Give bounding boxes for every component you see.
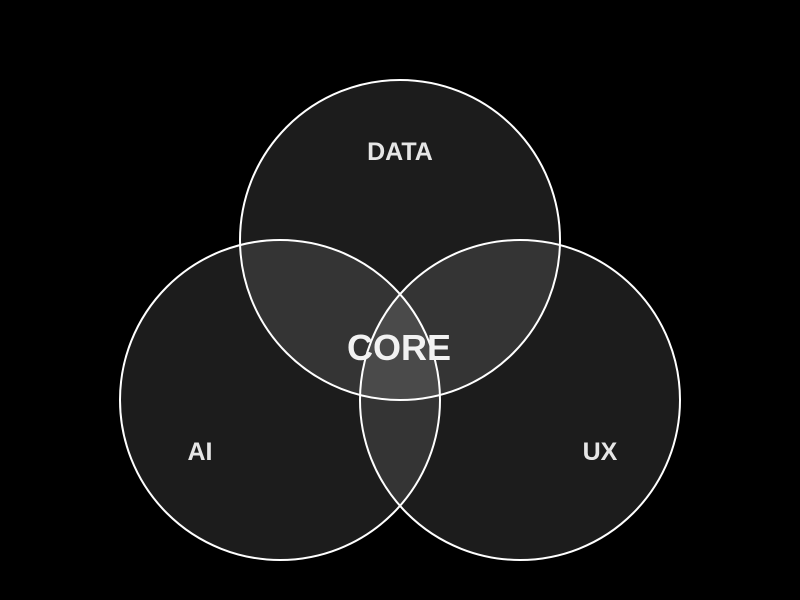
circle-data-fill	[240, 80, 560, 400]
circle-ai	[119, 239, 441, 561]
label-core: CORE	[347, 327, 451, 368]
circle-data	[239, 79, 561, 401]
circle-ux	[359, 239, 681, 561]
circle-ux-fill	[360, 240, 680, 560]
label-data: DATA	[367, 138, 433, 166]
circle-fills	[120, 80, 680, 560]
circle-ai-fill	[120, 240, 440, 560]
label-ai: AI	[188, 438, 213, 466]
circle-outlines	[119, 79, 681, 561]
label-ux: UX	[583, 438, 618, 466]
